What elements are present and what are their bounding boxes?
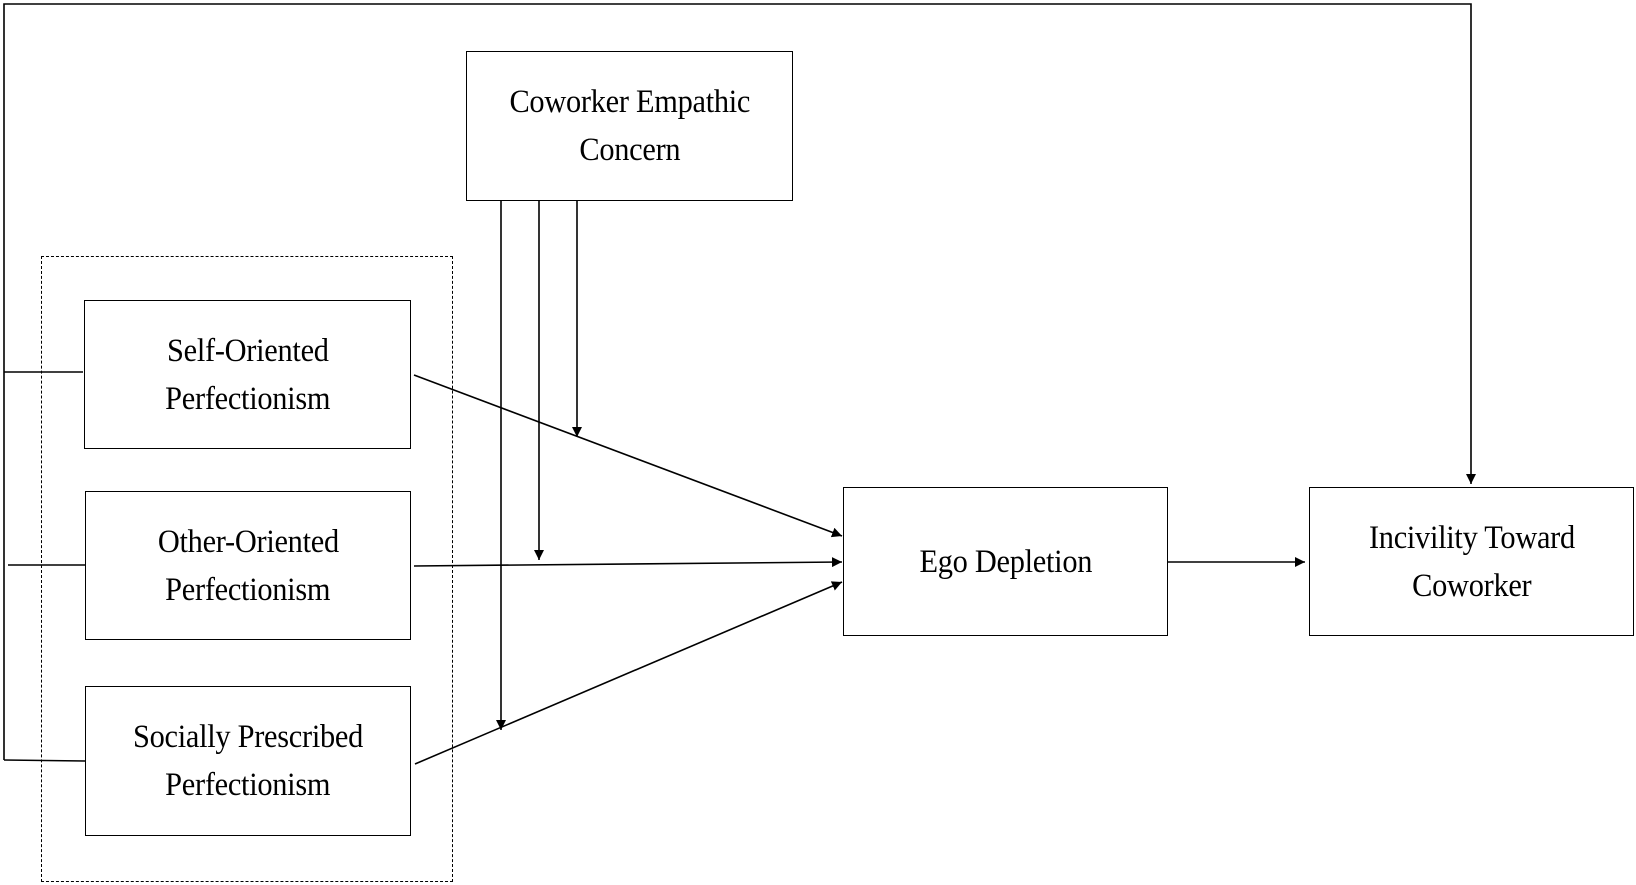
arrow-other-to-ego <box>413 557 843 568</box>
other-oriented-perfectionism-line2: Perfectionism <box>165 571 331 608</box>
bus-line-social <box>3 759 86 762</box>
other-oriented-perfectionism-line1: Other-Oriented <box>157 523 339 560</box>
direct-path-arrow <box>3 3 1476 760</box>
socially-prescribed-perfectionism-line1: Socially Prescribed <box>133 719 363 755</box>
incivility-toward-coworker-line1: Incivility Toward <box>1368 519 1575 556</box>
ego-depletion-label: Ego Depletion <box>919 543 1092 580</box>
coworker-empathic-concern-line2: Concern <box>579 132 680 168</box>
other-oriented-perfectionism-box: Other-Oriented Perfectionism <box>85 491 411 640</box>
coworker-empathic-concern-line1: Coworker Empathic <box>509 84 750 120</box>
perfectionism-group-frame <box>41 256 453 882</box>
incivility-toward-coworker-line2: Coworker <box>1411 567 1532 604</box>
socially-prescribed-perfectionism-line2: Perfectionism <box>165 767 331 803</box>
arrow-self-to-ego <box>413 374 843 538</box>
socially-prescribed-perfectionism-box: Socially Prescribed Perfectionism <box>85 686 411 836</box>
coworker-empathic-concern-box: Coworker Empathic Concern <box>466 51 793 201</box>
ego-depletion-box: Ego Depletion <box>843 487 1168 636</box>
arrow-social-to-ego <box>414 581 843 765</box>
self-oriented-perfectionism-line2: Perfectionism <box>164 380 331 417</box>
self-oriented-perfectionism-box: Self-Oriented Perfectionism <box>84 300 411 449</box>
incivility-toward-coworker-box: Incivility Toward Coworker <box>1309 487 1634 636</box>
self-oriented-perfectionism-line1: Self-Oriented <box>166 332 329 369</box>
